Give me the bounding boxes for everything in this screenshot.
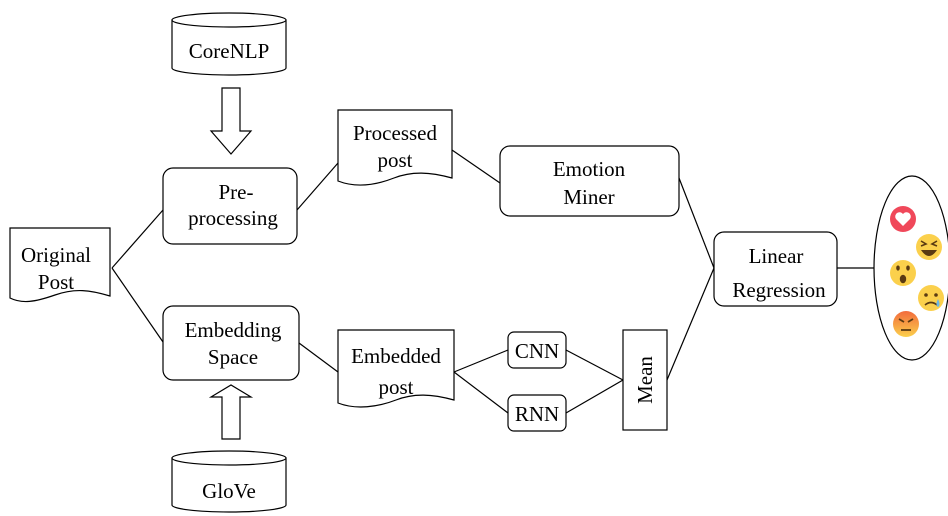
processed-post-label-line2: post <box>377 148 412 172</box>
edge-original-to-preprocessing <box>111 209 164 269</box>
linear-regression-label-line2: Regression <box>732 278 826 302</box>
angry-reaction-icon <box>893 311 919 337</box>
edge-emotion-to-regression <box>678 177 715 269</box>
edge-rnn-to-mean <box>565 379 624 414</box>
reactions-panel <box>873 175 948 361</box>
haha-reaction-icon <box>916 234 942 260</box>
corenlp-database: CoreNLP <box>171 12 287 76</box>
embedded-post-label-line1: Embedded <box>351 344 441 368</box>
embedding-space-label-line1: Embedding <box>185 318 282 342</box>
edge-mean-to-regression <box>666 267 715 381</box>
preprocessing-label-line2: processing <box>188 206 278 230</box>
original-post-label-line2: Post <box>38 270 74 294</box>
emotion-miner-box: Emotion Miner <box>499 145 680 217</box>
love-reaction-icon <box>890 206 916 232</box>
mean-label: Mean <box>633 356 657 404</box>
mean-box: Mean <box>622 329 668 431</box>
rnn-label: RNN <box>515 402 559 426</box>
cnn-label: CNN <box>515 339 559 363</box>
processed-post-document: Processed post <box>337 109 453 186</box>
preprocessing-label-line1: Pre- <box>219 180 254 204</box>
edge-original-to-embedding <box>111 267 164 343</box>
cnn-box: CNN <box>507 331 567 369</box>
emotion-miner-label-line1: Emotion <box>553 157 626 181</box>
embedded-post-label-line2: post <box>378 375 413 399</box>
processed-post-label-line1: Processed <box>353 121 437 145</box>
linear-regression-box: Linear Regression <box>713 231 838 307</box>
wow-reaction-icon <box>890 260 916 286</box>
sad-reaction-icon <box>918 285 944 311</box>
edge-embedded-to-rnn <box>453 371 509 414</box>
original-post-document: Original Post <box>9 227 111 303</box>
edge-processed-to-emotion <box>451 149 501 184</box>
preprocessing-box: Pre- processing <box>162 167 298 245</box>
corenlp-down-arrow <box>209 87 253 155</box>
glove-database: GloVe <box>171 450 287 513</box>
emotion-miner-label-line2: Miner <box>563 185 614 209</box>
rnn-box: RNN <box>507 394 567 432</box>
glove-up-arrow <box>208 384 254 440</box>
edge-cnn-to-mean <box>565 349 624 381</box>
original-post-label-line1: Original <box>21 243 91 267</box>
edge-preprocessing-to-processed <box>296 162 339 211</box>
edge-embedding-to-embedded <box>298 342 339 373</box>
edge-embedded-to-cnn <box>453 349 509 373</box>
embedding-space-label-line2: Space <box>208 345 258 369</box>
linear-regression-label-line1: Linear <box>749 244 804 268</box>
glove-label: GloVe <box>202 479 256 503</box>
connectors <box>111 149 876 414</box>
corenlp-label: CoreNLP <box>189 39 270 63</box>
embedded-post-document: Embedded post <box>337 329 455 408</box>
embedding-space-box: Embedding Space <box>162 305 300 381</box>
